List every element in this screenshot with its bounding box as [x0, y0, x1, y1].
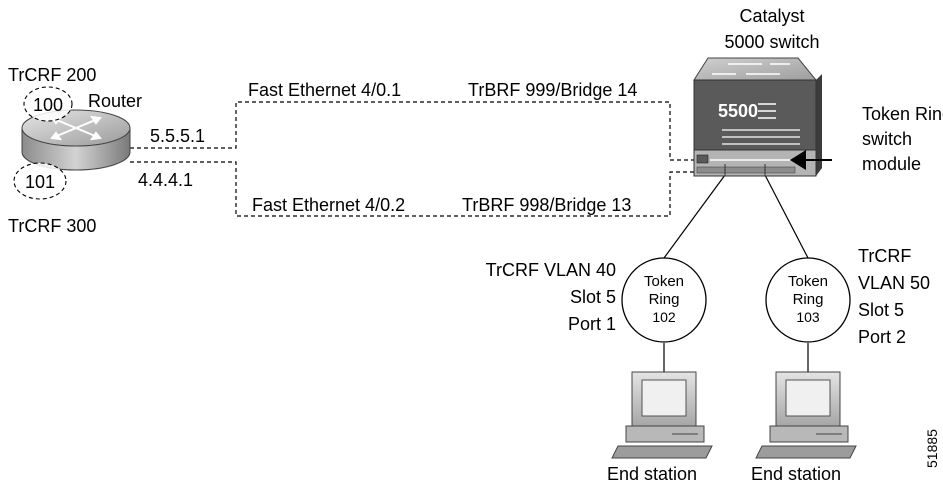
- switch-arrows-icon: [712, 63, 790, 75]
- router-label: Router: [88, 91, 142, 111]
- computer-icon: [755, 371, 857, 459]
- switch-title-line1: Catalyst: [739, 6, 804, 26]
- module-label-line2: switch: [862, 129, 912, 149]
- token-ring-103: Token Ring 103: [765, 257, 851, 343]
- ring-103-info-4: Port 2: [858, 327, 906, 347]
- ring-102-line2: Ring: [649, 291, 680, 308]
- ring-103-line2: Ring: [793, 291, 824, 308]
- end-station-2: End station: [751, 371, 857, 484]
- link-bottom-bridge: TrBRF 998/Bridge 13: [462, 195, 631, 215]
- router-ip-top: 5.5.5.1: [150, 126, 205, 146]
- ring-100-circle: [23, 86, 73, 122]
- ring-102-info-2: Slot 5: [570, 287, 616, 307]
- module-label-line3: module: [862, 154, 921, 174]
- end-station-2-label: End station: [751, 464, 841, 484]
- router-ring-top: 100: [33, 95, 63, 115]
- link-bottom: [130, 161, 706, 217]
- link-top-bridge: TrBRF 999/Bridge 14: [468, 80, 637, 100]
- switch-title-line2: 5000 switch: [724, 32, 819, 52]
- router-ring-bottom: 101: [25, 172, 55, 192]
- router-ip-bottom: 4.4.4.1: [138, 170, 193, 190]
- ring-102-info-1: TrCRF VLAN 40: [486, 260, 616, 280]
- figure-id: 51885: [924, 429, 940, 468]
- ring-102-line1: Token: [644, 273, 684, 290]
- link-bottom-interface: Fast Ethernet 4/0.2: [252, 195, 405, 215]
- ring-102-line3: 102: [652, 309, 676, 325]
- module-pointer-arrow-icon: [790, 150, 832, 170]
- switch-model: 5500: [718, 101, 758, 121]
- link-top-interface: Fast Ethernet 4/0.1: [248, 80, 401, 100]
- ring-102-info-3: Port 1: [568, 314, 616, 334]
- router-trcrf-top: TrCRF 200: [8, 65, 96, 85]
- router-trcrf-bottom: TrCRF 300: [8, 216, 96, 236]
- ring-103-info-2: VLAN 50: [858, 273, 930, 293]
- end-station-1-label: End station: [607, 464, 697, 484]
- router: [13, 86, 131, 200]
- link-top: [130, 101, 706, 161]
- module-label-line1: Token Ring: [862, 104, 943, 124]
- computer-icon: [611, 371, 713, 459]
- router-arrows-icon: [50, 115, 102, 141]
- ring-103-info-1: TrCRF: [858, 246, 911, 266]
- ring-103-info-3: Slot 5: [858, 300, 904, 320]
- end-station-1: End station: [607, 371, 713, 484]
- token-ring-102: Token Ring 102: [621, 257, 707, 343]
- ring-103-line1: Token: [788, 273, 828, 290]
- ring-101-circle: [13, 162, 67, 200]
- switch-ring-links: [663, 174, 809, 372]
- ring-103-line3: 103: [796, 309, 820, 325]
